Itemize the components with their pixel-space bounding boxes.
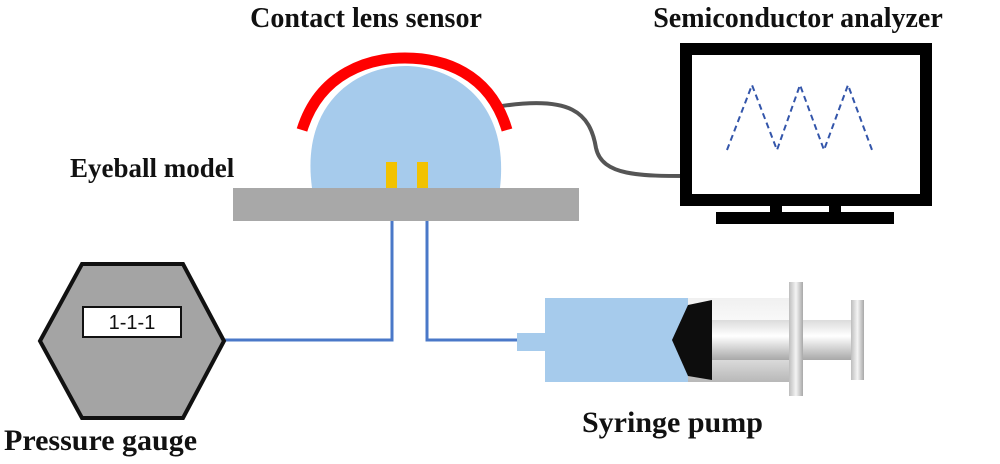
monitor-base [716, 212, 894, 224]
gauge-display [82, 306, 182, 338]
label-semiconductor-analyzer: Semiconductor analyzer [653, 3, 943, 34]
label-syringe-pump: Syringe pump [582, 406, 763, 439]
gauge-display-value: 1-1-1 [109, 312, 156, 334]
monitor-stand-left [770, 200, 782, 214]
tube-to-syringe-pump [425, 221, 519, 342]
tube-to-pressure-gauge [224, 221, 394, 342]
monitor-icon [680, 43, 932, 224]
syringe-plunger-head [672, 300, 712, 380]
syringe-icon [517, 282, 864, 396]
syringe-plunger-rod [705, 320, 855, 360]
monitor-screen [680, 43, 932, 206]
electrode-left [386, 162, 397, 188]
eyeball-dome [310, 66, 502, 188]
hexagon-gauge-icon [37, 262, 227, 420]
monitor-stand-right [829, 200, 841, 214]
contact-lens-sensor [296, 52, 513, 132]
label-pressure-gauge: Pressure gauge [4, 424, 197, 457]
syringe-plunger-flange [851, 300, 864, 380]
eyeball-platform [233, 188, 579, 221]
label-eyeball-model: Eyeball model [70, 153, 235, 183]
sensor-cable [501, 101, 691, 178]
electrode-right [417, 162, 428, 188]
syringe-barrel-fluid [545, 298, 690, 382]
label-contact-lens-sensor: Contact lens sensor [250, 3, 482, 34]
syringe-barrel-flange [789, 282, 803, 396]
syringe-nozzle [517, 333, 547, 351]
